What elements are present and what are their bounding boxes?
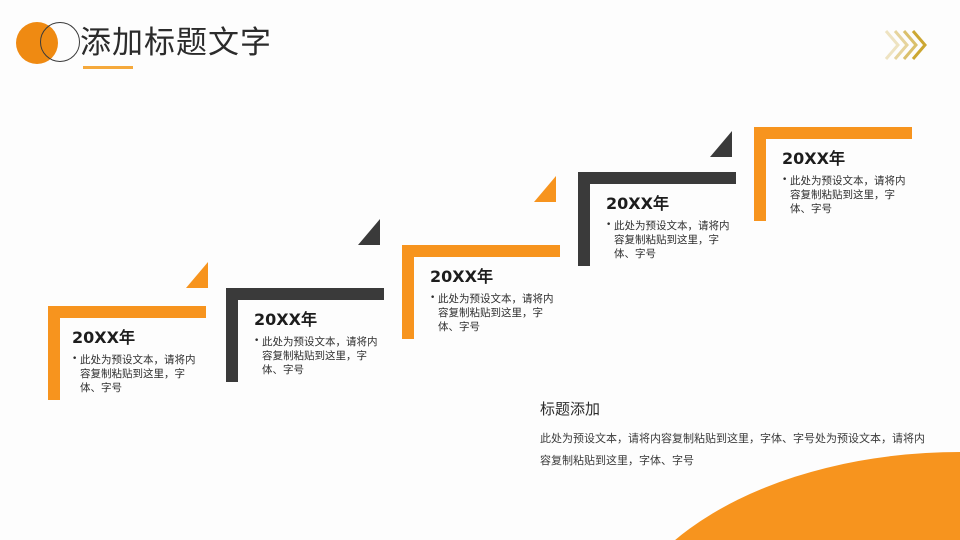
slide-header: 添加标题文字 [0,0,960,90]
step-triangle-4 [534,176,556,202]
step-desc-2: 此处为预设文本，请将内容复制粘贴到这里，字体、字号 [254,334,378,377]
step-year-2: 20XX年 [254,310,317,329]
bottom-title: 标题添加 [540,400,601,418]
step-triangle-5 [710,131,732,157]
step-bracket-top-3 [402,245,560,257]
step-content-1: 20XX年 此处为预设文本，请将内容复制粘贴到这里，字体、字号 [72,328,198,395]
step-triangle-2 [186,262,208,288]
step-bracket-top-4 [578,172,736,184]
bottom-text-block: 标题添加 此处为预设文本，请将内容复制粘贴到这里，字体、字号处为预设文本，请将内… [540,398,930,472]
step-content-5: 20XX年 此处为预设文本，请将内容复制粘贴到这里，字体、字号 [782,149,906,216]
step-bracket-left-4 [578,172,590,266]
step-bracket-top-2 [226,288,384,300]
page-title: 添加标题文字 [80,25,272,61]
title-underline [83,66,133,69]
step-year-5: 20XX年 [782,149,845,168]
step-desc-5: 此处为预设文本，请将内容复制粘贴到这里，字体、字号 [782,173,906,216]
step-year-3: 20XX年 [430,267,493,286]
step-desc-3: 此处为预设文本，请将内容复制粘贴到这里，字体、字号 [430,291,554,334]
step-desc-4: 此处为预设文本，请将内容复制粘贴到这里，字体、字号 [606,218,730,261]
step-content-4: 20XX年 此处为预设文本，请将内容复制粘贴到这里，字体、字号 [606,194,730,261]
bottom-body-text: 此处为预设文本，请将内容复制粘贴到这里，字体、字号处为预设文本，请将内容复制粘贴… [540,432,925,467]
logo-circle-outline [40,22,80,62]
step-content-3: 20XX年 此处为预设文本，请将内容复制粘贴到这里，字体、字号 [430,267,554,334]
overlapping-circles-logo-icon [16,22,86,64]
step-content-2: 20XX年 此处为预设文本，请将内容复制粘贴到这里，字体、字号 [254,310,378,377]
step-desc-1: 此处为预设文本，请将内容复制粘贴到这里，字体、字号 [72,352,198,395]
step-bracket-left-2 [226,288,238,382]
step-bracket-left-1 [48,306,60,400]
step-bracket-left-5 [754,127,766,221]
step-year-1: 20XX年 [72,328,135,347]
step-bracket-top-5 [754,127,912,139]
double-chevron-right-icon [884,28,932,62]
step-triangle-3 [358,219,380,245]
step-bracket-top-1 [48,306,206,318]
step-bracket-left-3 [402,245,414,339]
step-year-4: 20XX年 [606,194,669,213]
